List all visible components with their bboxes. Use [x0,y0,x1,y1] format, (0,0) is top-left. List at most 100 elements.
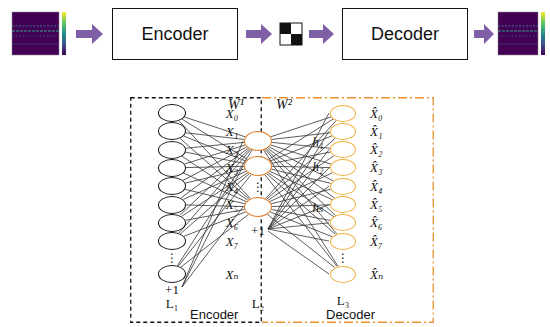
unit-symbol: h₁ [312,135,323,148]
hidden-unit: h₁ [244,131,272,151]
input-unit: X₃ [158,159,186,177]
decoder-frame: X̂₀ X̂₁ X̂₂ X̂₃ X̂₄ X̂₅ X̂₆ X̂₇ X̂ₙDecoder [262,97,434,323]
input-unit: X₆ [158,214,186,232]
unit-symbol: X̂₇ [370,235,382,248]
output-unit: X̂₃ [330,159,384,176]
bias-label: +1 [165,283,179,296]
unit-symbol: X̂₃ [370,161,382,174]
output-unit: X̂ₙ [330,266,385,283]
unit-symbol: X₁ [226,125,238,138]
output-unit-circle [330,266,356,283]
output-unit: X̂₀ [330,105,384,122]
flow-arrow [309,24,334,44]
encoder-frame: X₀X₁X₂X₃X₄X₅X₆X₇Xₙh₁h₂hₛEncoder [130,97,262,323]
output-unit-circle [330,178,356,195]
latent-code-cell [291,34,302,45]
colorbar [541,12,545,55]
unit-symbol: X̂₁ [370,125,382,138]
weight-connection [267,214,334,267]
input-unit: X₅ [158,196,186,214]
weight-connection [267,174,335,234]
bias-lines [182,113,329,287]
input-unit: X₂ [158,141,186,159]
ellipsis-dots: ⋮ [166,252,178,264]
spectrogram-plot [12,12,59,55]
spectrogram-band [498,26,538,27]
layer-label: L₁ [166,297,178,310]
weight-connection [270,173,333,202]
latent-code-frame [280,23,302,45]
spectrogram-plot [498,12,538,55]
latent-code [280,23,302,45]
unit-symbol: X̂ₙ [370,268,383,281]
bias-label: +1 [251,224,265,237]
spectrogram-band [12,44,59,45]
weight-label: W² [276,98,292,112]
input-unit: X₄ [158,177,186,195]
weight-connection [183,171,246,199]
unit-symbol: X₆ [226,216,238,229]
unit-symbol: X̂₆ [370,216,382,229]
hidden-unit: hₛ [244,197,272,217]
output-unit: X̂₄ [330,178,384,195]
weight-connection [184,212,246,237]
output-unit-circle [330,141,356,158]
spectrogram-band [498,44,538,45]
unit-symbol: X̂₄ [370,180,382,193]
decoder-module-box: Decoder [342,8,468,60]
module-title: Encoder [141,24,208,45]
output-unit: X̂₁ [330,123,384,140]
frame-outline [130,97,262,323]
weight-connection [181,214,249,267]
weight-label: W¹ [228,98,244,112]
layer-label: L₃ [337,294,349,307]
flow-arrow [246,24,272,44]
output-unit-circle [330,105,356,122]
input-unit: X₀ [158,104,186,122]
output-spectrogram [498,12,545,55]
output-unit: X̂₆ [330,214,384,231]
weight-connection [268,156,334,200]
unit-symbol: X̂₅ [370,198,382,211]
output-unit-circle [330,196,356,213]
unit-symbol: X̂₂ [370,143,382,156]
ellipsis-dots: ⋮ [252,181,264,193]
input-unit: X₇ [158,232,186,250]
spectrogram-band [12,30,59,31]
output-unit: X̂₅ [330,196,384,213]
output-unit-circle [330,214,356,231]
unit-symbol: X₇ [226,235,238,248]
output-unit-circle [330,123,356,140]
encoder-module-box: Encoder [112,8,238,60]
spectrogram-band [12,36,59,37]
unit-symbol: X₃ [226,161,238,174]
unit-symbol: X₂ [226,143,238,156]
weight-connection [268,173,334,217]
input-spectrogram [12,12,66,55]
module-title: Decoder [326,308,375,321]
unit-symbol: X₅ [226,198,238,211]
unit-symbol: X̂₀ [370,107,382,120]
weight-connection [178,175,251,266]
output-unit-circle [330,159,356,176]
ellipsis-dots: ⋮ [337,252,349,264]
weight-connection [177,150,252,266]
spectrogram-band [498,36,538,37]
weight-connection [270,171,332,199]
weight-connection [182,173,248,217]
input-unit: X₁ [158,122,186,140]
hidden-unit: h₂ [244,156,272,176]
output-unit: X̂₂ [330,141,384,158]
weight-connection [267,138,336,199]
unit-symbol: Xₙ [225,268,238,281]
frame-border [131,98,262,323]
bias-line [182,141,243,287]
layer-label: L₂ [252,297,264,310]
spectrogram-band [12,26,59,27]
flow-arrow [76,24,103,44]
output-unit-circle [330,233,356,250]
latent-code-cell [280,23,291,34]
unit-symbol: h₂ [312,160,323,173]
weight-connection [182,156,248,200]
